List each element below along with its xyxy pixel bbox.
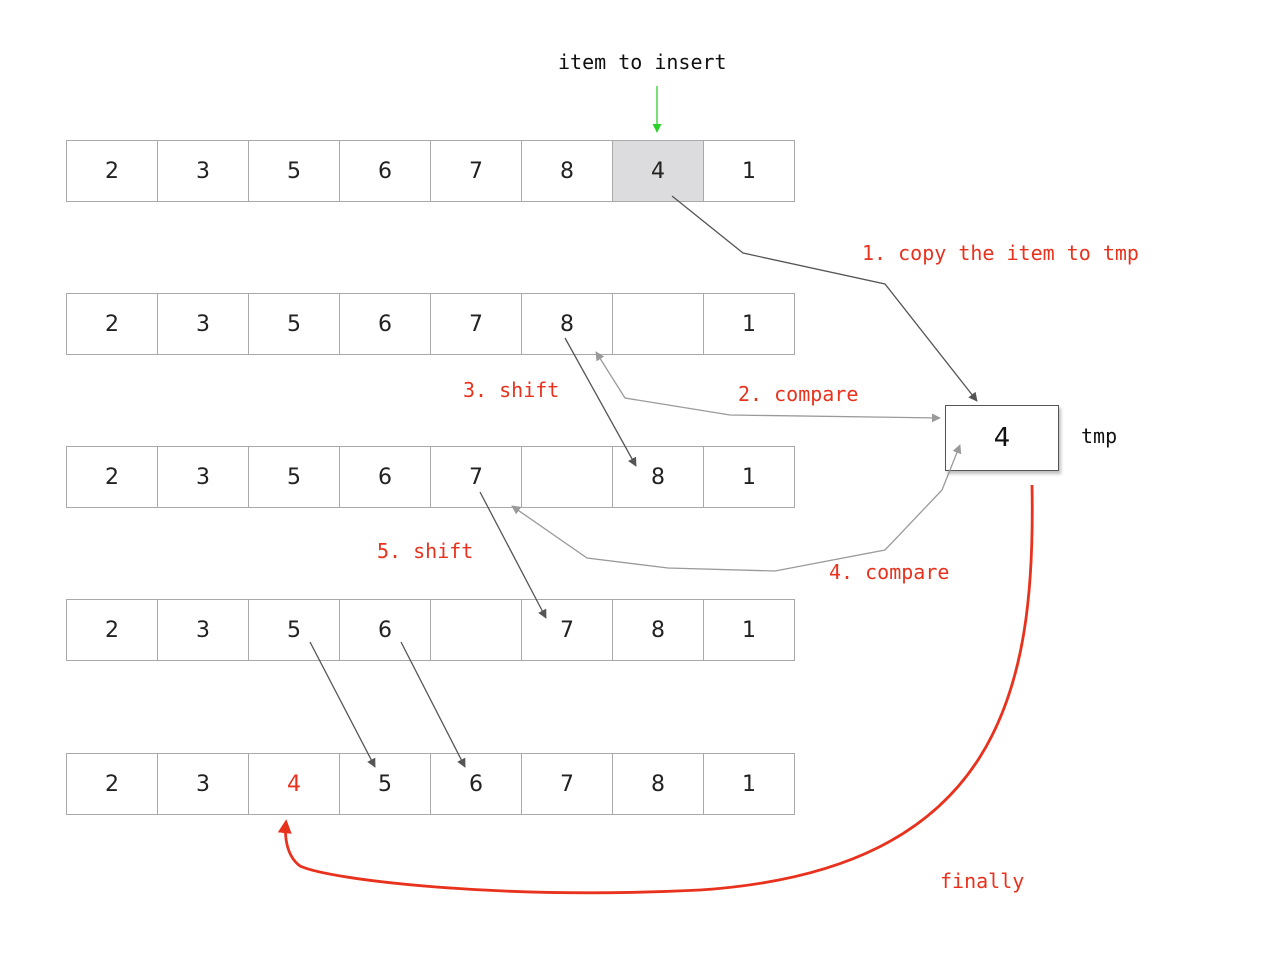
array-cell: 5 <box>248 293 340 355</box>
array-cell: 6 <box>339 293 431 355</box>
array-cell: 7 <box>521 753 613 815</box>
step-compare-2-label: 4. compare <box>829 560 950 584</box>
array-cell: 7 <box>430 446 522 508</box>
tmp-label: tmp <box>1081 424 1118 448</box>
step-shift-1-label: 3. shift <box>463 378 560 402</box>
compare-1-arrow <box>595 351 941 423</box>
tmp-box: 4 <box>945 405 1059 471</box>
copy-to-tmp-arrow <box>671 195 978 402</box>
compare-2-arrow <box>511 444 962 572</box>
array-cell: 1 <box>703 753 795 815</box>
array-cell: 8 <box>612 753 704 815</box>
array-cell-empty <box>430 599 522 661</box>
array-cell: 8 <box>612 599 704 661</box>
array-row-step-5: 2 3 5 6 7 8 1 <box>66 599 795 661</box>
array-cell: 2 <box>66 753 158 815</box>
array-cell-empty <box>612 293 704 355</box>
array-cell: 2 <box>66 293 158 355</box>
array-cell: 1 <box>703 599 795 661</box>
step-finally-label: finally <box>940 869 1025 893</box>
array-cell: 2 <box>66 446 158 508</box>
array-cell: 5 <box>248 599 340 661</box>
array-cell: 1 <box>703 293 795 355</box>
tmp-value: 4 <box>993 423 1011 453</box>
item-to-insert-label: item to insert <box>558 50 727 74</box>
shift-3-arrow-5 <box>309 641 376 768</box>
array-cell: 8 <box>521 293 613 355</box>
array-cell: 1 <box>703 140 795 202</box>
array-row-final: 2 3 4 5 6 7 8 1 <box>66 753 795 815</box>
array-cell: 8 <box>521 140 613 202</box>
array-cell: 7 <box>430 293 522 355</box>
array-cell: 2 <box>66 140 158 202</box>
array-cell: 5 <box>248 140 340 202</box>
array-cell: 3 <box>157 599 249 661</box>
step-copy-label: 1. copy the item to tmp <box>862 241 1139 265</box>
finally-arrow <box>277 484 1034 895</box>
array-cell: 5 <box>339 753 431 815</box>
array-cell: 6 <box>430 753 522 815</box>
shift-1-arrow <box>564 337 637 467</box>
shift-2-arrow <box>479 491 547 619</box>
step-shift-2-label: 5. shift <box>377 539 474 563</box>
shift-3-arrow-6 <box>400 641 466 768</box>
array-cell: 3 <box>157 293 249 355</box>
array-cell: 5 <box>248 446 340 508</box>
array-cell: 3 <box>157 446 249 508</box>
array-cell-item-to-insert: 4 <box>612 140 704 202</box>
array-row-initial: 2 3 5 6 7 8 4 1 <box>66 140 795 202</box>
array-row-step-2: 2 3 5 6 7 8 1 <box>66 293 795 355</box>
array-cell: 6 <box>339 446 431 508</box>
